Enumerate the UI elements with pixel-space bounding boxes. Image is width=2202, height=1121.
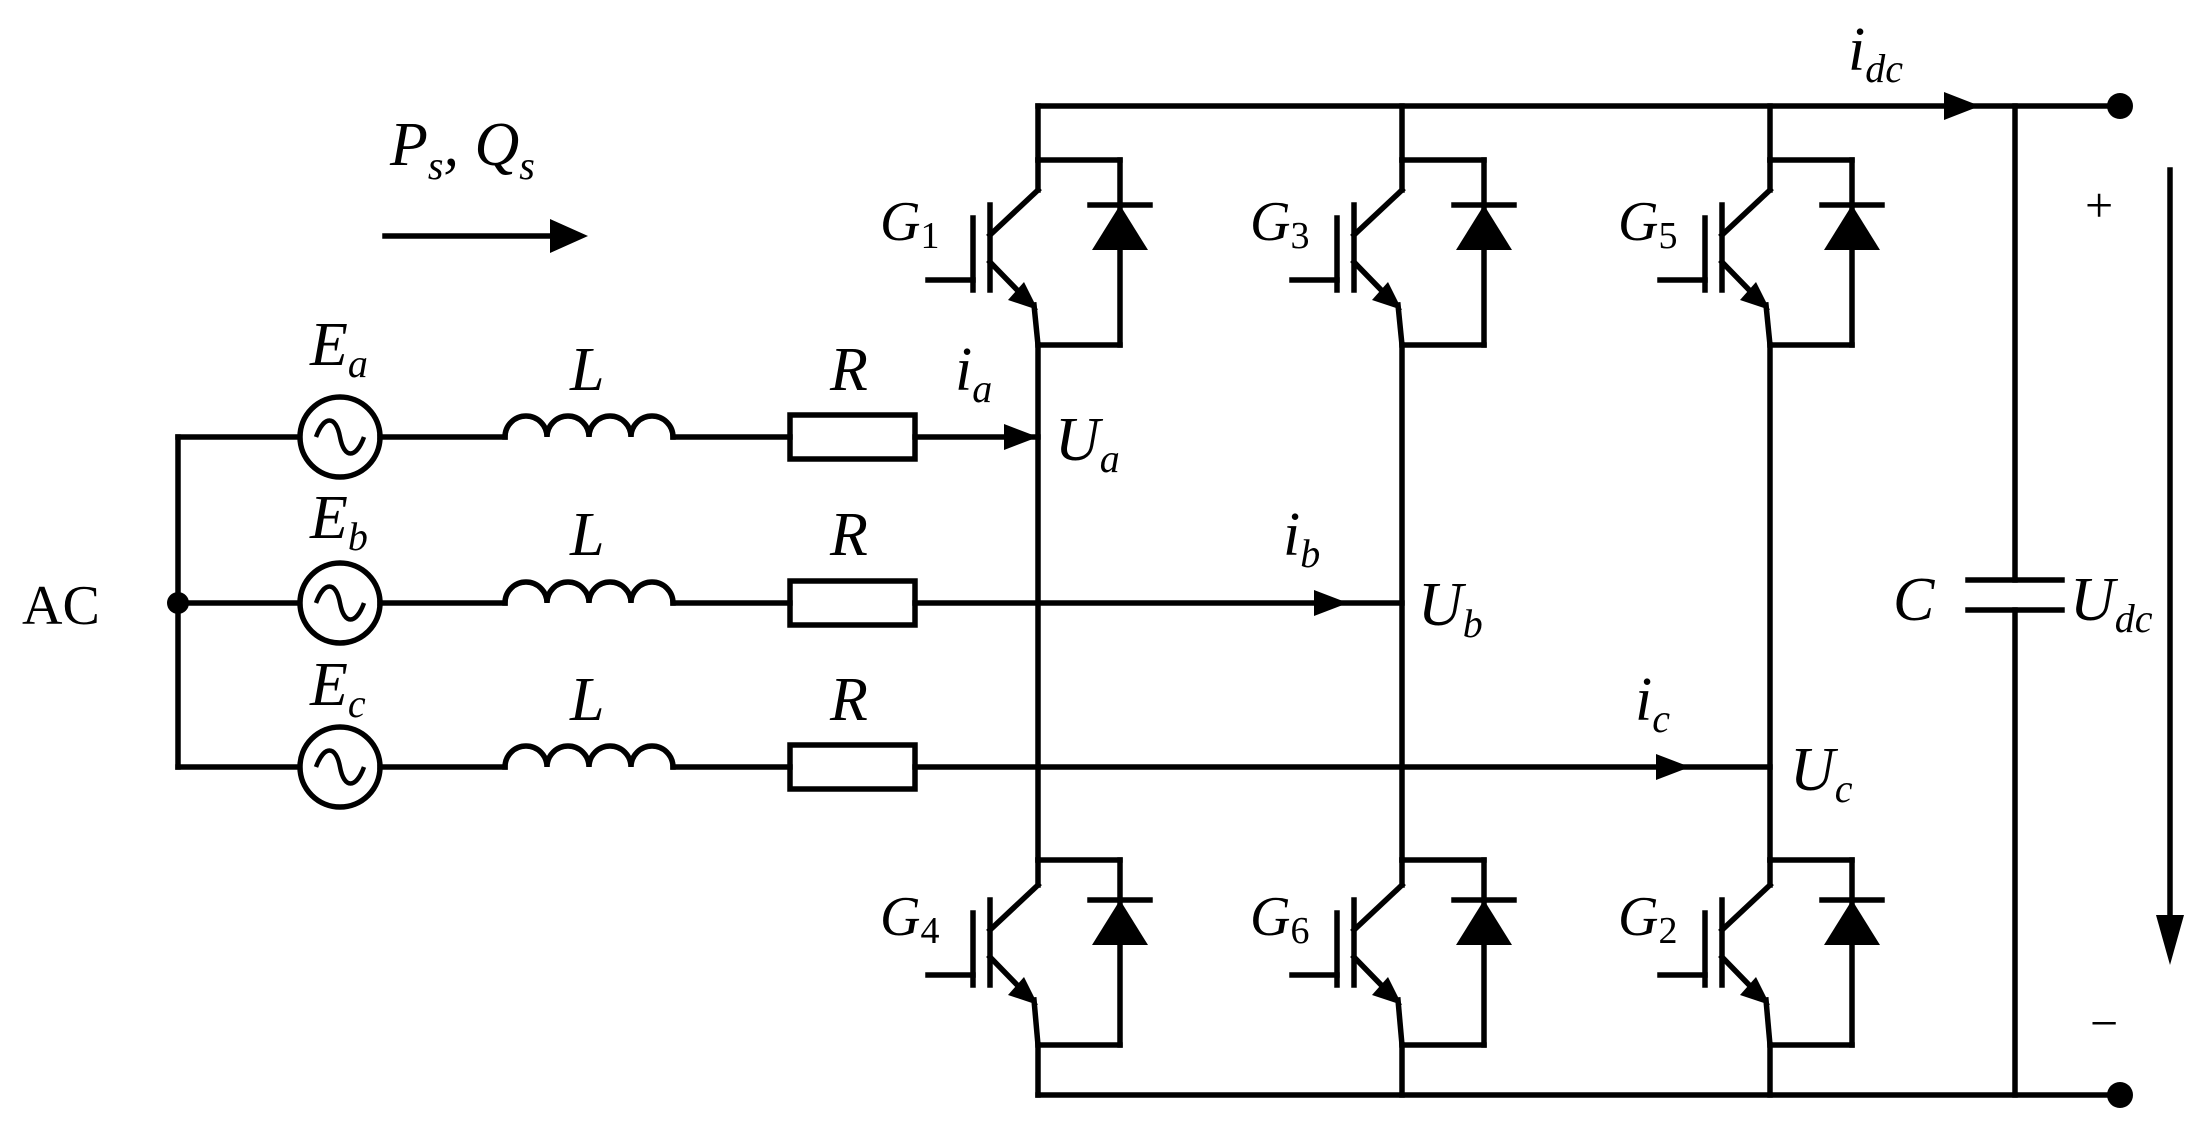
diode-icon	[1824, 900, 1880, 945]
sine-icon	[313, 584, 367, 622]
diode-icon	[1092, 900, 1148, 945]
diode-icon	[1456, 205, 1512, 250]
diode-icon	[1456, 900, 1512, 945]
sine-icon	[313, 418, 367, 456]
resistor-label-a: R	[829, 336, 868, 404]
resistor-a-symbol	[787, 412, 918, 462]
igbt-g2	[1657, 857, 1885, 1048]
inductor-label-a: L	[569, 336, 604, 404]
resistor-b-symbol	[787, 578, 918, 628]
phase-c-branch	[175, 724, 1773, 810]
emitter-arrow-icon	[1008, 282, 1038, 310]
labels: Ps, Qs AC Ea Eb Ec L L L R R R ia ib ic …	[22, 16, 2153, 1051]
switch-label-g4: G4	[880, 886, 939, 952]
phase-b-branch	[175, 560, 1405, 646]
igbt-g6	[1289, 857, 1517, 1048]
phase-a-branch	[175, 394, 1041, 480]
minus-sign: −	[2090, 995, 2118, 1051]
resistor-label-c: R	[829, 666, 868, 734]
inductor-a-symbol	[502, 413, 676, 440]
current-label-b: ib	[1283, 501, 1320, 576]
current-arrow-b-icon	[1314, 590, 1348, 616]
plus-sign: +	[2085, 177, 2113, 233]
dc-current-arrow-icon	[1944, 92, 1980, 120]
emitter-arrow-icon	[1372, 977, 1402, 1005]
dc-current-label: idc	[1848, 16, 1903, 91]
voltage-label-a: Ua	[1055, 406, 1120, 481]
switch-label-g1: G1	[880, 191, 939, 257]
inductor-label-b: L	[569, 501, 604, 569]
emitter-arrow-icon	[1740, 977, 1770, 1005]
dc-voltage-label: Udc	[2070, 566, 2153, 641]
igbt-g4	[925, 857, 1153, 1048]
source-label-a: Ea	[309, 311, 368, 386]
dc-positive-terminal	[2107, 93, 2133, 119]
inductor-c-symbol	[502, 743, 676, 770]
leg-c	[1657, 103, 1885, 1098]
leg-a	[925, 103, 1153, 1098]
resistor-label-b: R	[829, 501, 868, 569]
current-label-c: ic	[1635, 666, 1670, 741]
emitter-arrow-icon	[1372, 282, 1402, 310]
switch-label-g5: G5	[1618, 191, 1677, 257]
current-label-a: ia	[955, 336, 992, 411]
ac-side	[167, 219, 1773, 810]
sine-icon	[313, 748, 367, 786]
igbt-g5	[1657, 157, 1885, 349]
emitter-arrow-icon	[1008, 977, 1038, 1005]
source-label-c: Ec	[309, 651, 366, 726]
emitter-arrow-icon	[1740, 282, 1770, 310]
converter-bridge	[925, 92, 2133, 1108]
resistor-c-symbol	[787, 742, 918, 792]
power-label: Ps, Qs	[389, 111, 535, 188]
dc-side	[1965, 103, 2184, 1098]
dc-negative-terminal	[2107, 1082, 2133, 1108]
switch-label-g3: G3	[1250, 191, 1309, 257]
igbt-g3	[1289, 157, 1517, 349]
power-flow-arrow-icon	[550, 219, 588, 253]
inductor-label-c: L	[569, 666, 604, 734]
source-label-b: Eb	[309, 484, 368, 559]
capacitor-label: C	[1893, 566, 1935, 634]
voltage-label-b: Ub	[1418, 571, 1483, 646]
igbt-g1	[925, 157, 1153, 349]
switch-label-g2: G2	[1618, 886, 1677, 952]
diode-icon	[1092, 205, 1148, 250]
ac-label: AC	[22, 575, 100, 637]
current-arrow-a-icon	[1004, 424, 1038, 450]
voltage-label-c: Uc	[1790, 736, 1853, 811]
dc-voltage-arrow-icon	[2156, 915, 2184, 965]
inductor-b-symbol	[502, 579, 676, 606]
current-arrow-c-icon	[1656, 754, 1690, 780]
switch-label-g6: G6	[1250, 886, 1309, 952]
leg-b	[1289, 103, 1517, 1098]
diode-icon	[1824, 205, 1880, 250]
